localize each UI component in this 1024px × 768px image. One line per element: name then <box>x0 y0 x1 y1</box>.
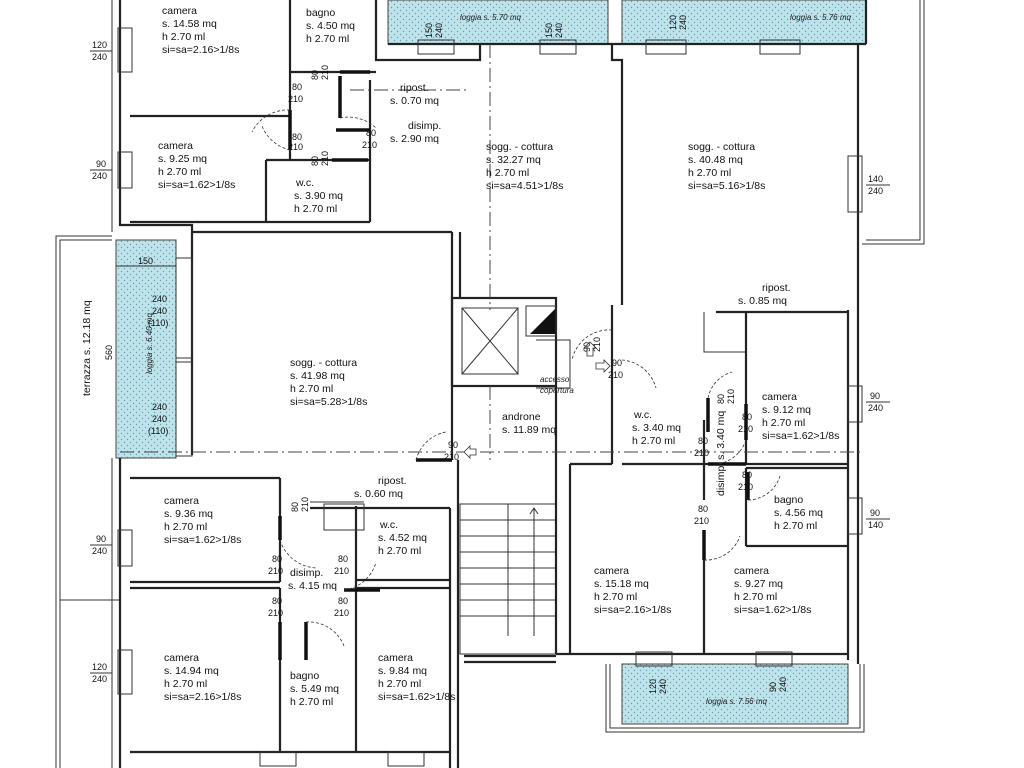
terrace-dim-560: 560 <box>104 345 114 360</box>
door-dim-d1: 80210 <box>310 65 330 80</box>
lift-shaft <box>450 296 558 388</box>
loggia-left <box>115 239 177 459</box>
entrance-arrows <box>463 341 611 459</box>
door-dim-d14: 80210 <box>290 497 310 512</box>
loggia-top-right-label: loggia s. 5.76 mq <box>790 13 851 22</box>
stair-treads <box>460 504 556 636</box>
loggia-left-label: loggia s. 6.40 mq <box>145 313 154 374</box>
loggia-left-dim-top: 150 <box>138 256 153 266</box>
loggia-bottom <box>621 663 849 725</box>
door-dim-d6: 90210 <box>582 337 602 352</box>
disimp-right-label: disimp. s. 3.40 mq <box>715 411 727 496</box>
loggia-top-right <box>621 0 867 45</box>
room-disimp-top: disimp.s. 2.90 mq <box>390 120 441 145</box>
axis-lines <box>120 44 860 460</box>
loggia-top-left <box>387 0 609 45</box>
doors <box>251 70 781 660</box>
loggia-dim-lw4: 120240 <box>648 679 668 694</box>
loggia-dim-lw5: 90240 <box>768 677 788 692</box>
loggia-dim-lw2: 150240 <box>544 23 564 38</box>
room-ripost-right: ripost.s. 0.85 mq <box>738 282 791 307</box>
windows <box>117 27 863 767</box>
room-ripost-top: ripost.s. 0.70 mq <box>390 82 439 107</box>
vent-shaft <box>530 308 556 334</box>
loggia-dim-lw3: 120240 <box>668 15 688 30</box>
loggia-top-left-label: loggia s. 5.70 mq <box>460 13 521 22</box>
door-dim-d9: 80210 <box>716 389 736 404</box>
door-dim-d5: 80210 <box>310 151 330 166</box>
terrace-label: terrazza s. 12.18 mq <box>81 300 93 396</box>
loggia-bottom-label: loggia s. 7.56 mq <box>706 697 767 706</box>
room-ripost-bl: ripost.s. 0.60 mq <box>354 475 407 500</box>
room-disimp-bl: disimp.s. 4.15 mq <box>288 567 337 592</box>
loggias <box>115 0 867 725</box>
loggia-dim-lw1: 150240 <box>424 23 444 38</box>
loggia-window-dimensions: 150240 150240 120240 120240 90240 <box>424 15 788 694</box>
